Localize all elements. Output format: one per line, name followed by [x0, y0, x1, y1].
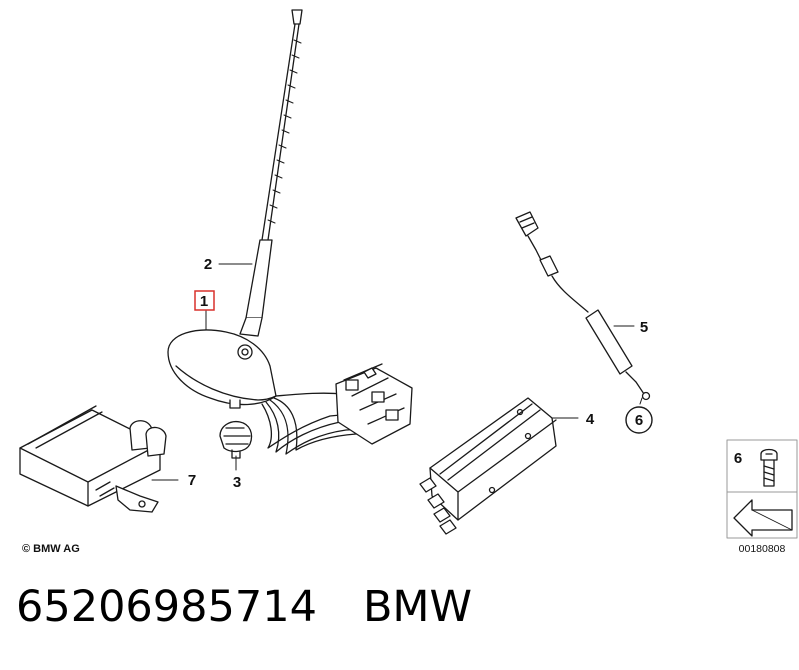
- callout-7: 7: [188, 472, 196, 489]
- tuner-module: [419, 397, 557, 535]
- legend-number: 6: [734, 450, 742, 467]
- parts-diagram: 1 2 3 4 5 6 7 6 00180808 © BMW AG: [19, 9, 798, 555]
- highlight-box: [194, 290, 215, 311]
- callout-4: 4: [586, 411, 595, 428]
- callout-2: 2: [204, 256, 212, 273]
- antenna-mast: [239, 9, 303, 337]
- reference-code: 00180808: [739, 543, 786, 555]
- part-number: 65206985714: [16, 582, 317, 632]
- adapter-cable: [515, 211, 651, 401]
- callout-1: 1: [200, 293, 208, 310]
- legend-box: [726, 439, 798, 539]
- part-number-line: 65206985714 BMW: [16, 582, 472, 652]
- harness-connector-block: [335, 363, 413, 445]
- screw-icon: [760, 448, 778, 487]
- brand-name: BMW: [362, 582, 473, 632]
- grommet: [219, 420, 253, 459]
- fitting-arrow-icon: [733, 499, 793, 537]
- callout-6-circle: [625, 406, 653, 434]
- antenna-amplifier: [19, 405, 167, 513]
- shark-fin-antenna: [167, 329, 277, 409]
- callout-6: 6: [635, 412, 643, 429]
- callout-3: 3: [233, 474, 241, 491]
- callout-5: 5: [640, 319, 648, 336]
- leader-lines: [151, 263, 643, 481]
- copyright-text: © BMW AG: [22, 543, 80, 555]
